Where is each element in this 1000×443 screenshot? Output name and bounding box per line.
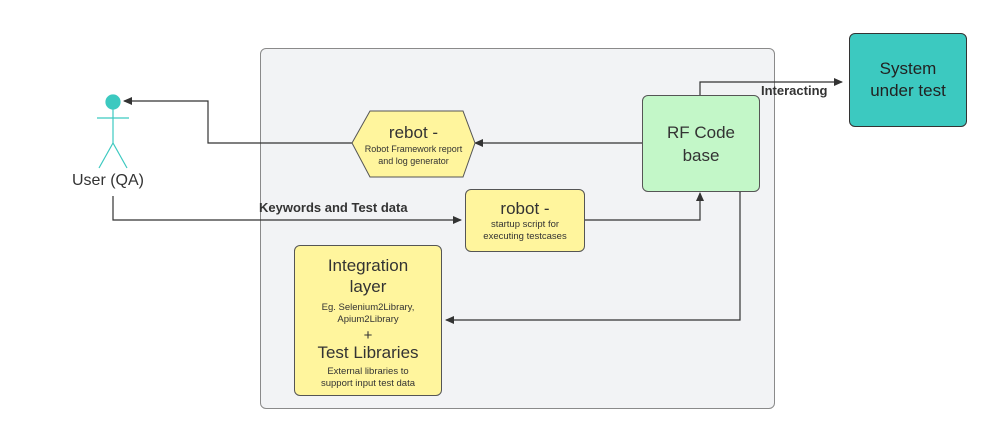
robot-description: startup script for executing testcases <box>483 219 567 242</box>
integration-title: Integration layer <box>327 256 409 296</box>
robot-to-rf-connector <box>585 192 704 221</box>
system-title: System under test <box>870 59 946 100</box>
integration-layer-box[interactable]: Integration layer Eg. Selenium2Library, … <box>294 245 442 396</box>
robot-title: robot - <box>500 199 550 218</box>
rf-integration-connector <box>445 185 744 324</box>
system-under-test-box[interactable]: System under test <box>849 33 967 127</box>
interacting-label: Interacting <box>761 83 828 98</box>
rf-code-base-box[interactable]: RF Code base <box>642 95 760 192</box>
rebot-description: Robot Framework report and log generator <box>364 143 463 166</box>
integration-description: Eg. Selenium2Library, Apium2Library <box>321 302 415 325</box>
rf-code-title: RF Code base <box>666 122 736 165</box>
test-libraries-title: Test Libraries <box>317 343 419 362</box>
rebot-title: rebot - <box>388 122 439 142</box>
user-actor-icon <box>97 94 129 169</box>
rebot-shape <box>351 110 476 178</box>
plus-sign: + <box>363 327 373 344</box>
rf-system-connector <box>696 78 843 103</box>
test-libraries-description: External libraries to support input test… <box>320 366 415 389</box>
user-to-robot-connector <box>112 196 462 224</box>
rebot-box[interactable]: rebot - Robot Framework report and log g… <box>352 111 475 177</box>
robot-box[interactable]: robot - startup script for executing tes… <box>465 189 585 252</box>
keywords-label: Keywords and Test data <box>259 200 408 215</box>
rebot-to-user-connector <box>123 97 352 144</box>
user-label: User (QA) <box>72 172 144 189</box>
